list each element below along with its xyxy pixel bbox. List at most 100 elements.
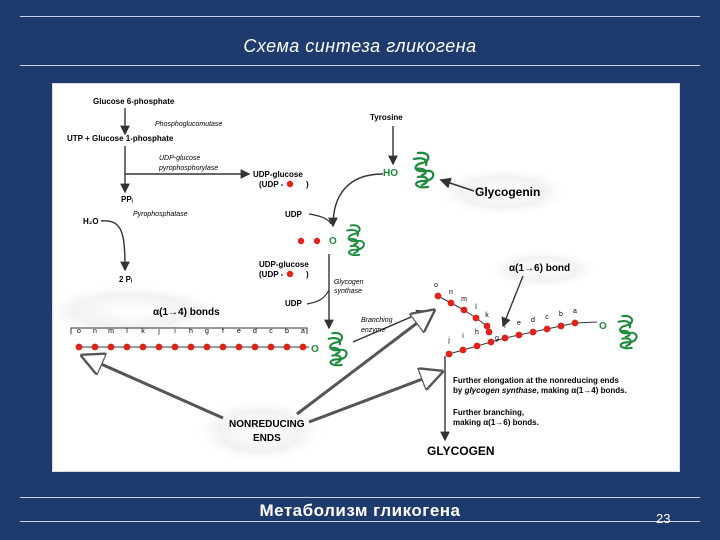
residue-letter-l: l — [126, 328, 128, 335]
alpha16-glow — [485, 249, 601, 289]
branch-upper-k — [483, 322, 491, 330]
branching-enzyme-label-2: enzyme — [361, 327, 386, 334]
udp-glucose-label-1: UDP-glucose — [253, 170, 303, 179]
udp-close-1: ) — [306, 180, 309, 189]
primer-residue-1 — [297, 237, 305, 245]
residue-letter-j: j — [447, 337, 450, 344]
ho-label: HO — [383, 168, 398, 179]
slide-title: Схема синтеза гликогена — [243, 36, 477, 56]
footer-rule-top — [20, 497, 700, 498]
title-underline — [20, 65, 700, 66]
udp-paren-2: (UDP - — [259, 270, 284, 279]
chain-residue-g — [203, 343, 211, 351]
arrow-ppi-2pi — [100, 220, 130, 272]
glycogenin-coil-4 — [617, 314, 638, 350]
arrow-nonreducing-branch1 — [296, 311, 433, 416]
arrow-alpha16 — [501, 275, 524, 328]
chain-residue-b — [283, 343, 291, 351]
diagram-canvas: Glucose 6-phosphate Phosphoglucomutase U… — [53, 97, 638, 465]
udp-label-1: UDP — [285, 210, 303, 219]
udp-glucose-residue-2 — [286, 270, 294, 278]
chain-residue-f — [219, 343, 227, 351]
chain-residue-d — [251, 343, 259, 351]
residue-letter-a: a — [301, 328, 305, 335]
arrow-nonreducing-main — [83, 356, 224, 420]
branch-right-d — [529, 328, 537, 336]
branch-right-b — [557, 322, 565, 330]
udp-glucose-residue-1 — [286, 180, 294, 188]
branch-right-f — [501, 334, 509, 342]
branch-lower-h — [473, 342, 481, 350]
chain-residue-a — [299, 343, 307, 351]
glycogenin-glow — [433, 166, 573, 218]
footer-text: Метаболизм гликогена — [259, 501, 461, 520]
chain-residue-j — [155, 343, 163, 351]
residue-letter-k: k — [141, 328, 145, 335]
arrow-glycogenin — [439, 177, 475, 192]
tyrosine-label: Tyrosine — [370, 113, 403, 122]
branch-point-residue — [487, 338, 495, 346]
residue-letter-b: b — [559, 311, 563, 318]
branch-right-c — [543, 325, 551, 333]
residue-letter-o: o — [77, 328, 81, 335]
glycogen-synthase-label-1: Glycogen — [334, 279, 364, 286]
chain-residue-k — [139, 343, 147, 351]
glycogen-synthesis-figure: Glucose 6-phosphate Phosphoglucomutase U… — [52, 83, 680, 472]
glycogenin-label: Glycogenin — [475, 185, 540, 199]
nonreducing-glow — [192, 397, 328, 465]
residue-letter-g: g — [205, 328, 209, 335]
residue-letter-l: l — [475, 304, 477, 311]
residue-letter-d: d — [531, 317, 535, 324]
h2o-label: H₂O — [83, 217, 99, 226]
branching-enzyme-label-1: Branching — [361, 317, 393, 324]
branch-upper-o — [434, 292, 442, 300]
udp-pyro-label-1: UDP-glucose — [159, 155, 200, 162]
residue-letter-o: o — [434, 282, 438, 289]
chain-residue-i — [171, 343, 179, 351]
glycogen-synthase-label-2: synthase — [334, 288, 362, 295]
branch-right-e — [515, 331, 523, 339]
branch-upper-n — [447, 299, 455, 307]
residue-letter-c: c — [269, 328, 273, 335]
arrow-nonreducing-branch2 — [308, 372, 441, 424]
arrow-udp-join — [308, 213, 332, 225]
two-pi-label: 2 Pᵢ — [119, 275, 132, 284]
ppi-label: PPᵢ — [121, 195, 133, 204]
phosphoglucomutase-label: Phosphoglucomutase — [155, 121, 222, 128]
residue-letter-h: h — [189, 328, 193, 335]
residue-letter-e: e — [517, 320, 521, 327]
residue-letter-i: i — [174, 328, 176, 335]
udp-pyro-label-2: pyrophosphorylase — [158, 165, 218, 172]
arrow-ho-merge — [328, 173, 384, 228]
residue-letter-i: i — [462, 333, 464, 340]
branch-upper-l — [472, 314, 480, 322]
glucose6p-label: Glucose 6-phosphate — [93, 97, 175, 106]
glycogen-label: GLYCOGEN — [427, 444, 495, 458]
residue-letter-j: j — [157, 328, 160, 335]
branch-upper-m — [460, 306, 468, 314]
bonds-label-glow — [53, 283, 226, 339]
residue-letter-f: f — [222, 328, 224, 335]
page-number: 23 — [656, 511, 671, 526]
arrow-udp-out — [306, 289, 330, 305]
further-branching-2: making α(1→6) bonds. — [453, 418, 539, 427]
chain-residue-l — [123, 343, 131, 351]
residue-letter-d: d — [253, 328, 257, 335]
branch-lower-i — [459, 346, 467, 354]
branch-lower-j — [445, 350, 453, 358]
footer-rule-bottom — [20, 521, 700, 522]
alpha16-bond-label: α(1→6) bond — [509, 263, 570, 274]
residue-letter-c: c — [545, 314, 549, 321]
top-rule — [20, 16, 700, 17]
branch-o-label: O — [599, 321, 607, 332]
residue-letter-n: n — [93, 328, 97, 335]
udp-close-2: ) — [306, 270, 309, 279]
residue-letter-k: k — [485, 312, 489, 319]
branch-right-a — [571, 319, 579, 327]
further-elongation-1: Further elongation at the nonreducing en… — [453, 376, 619, 385]
glycogenin-coil-2 — [346, 224, 365, 257]
chain-residue-h — [187, 343, 195, 351]
primer-residue-2 — [313, 237, 321, 245]
residue-letter-g: g — [495, 335, 499, 342]
